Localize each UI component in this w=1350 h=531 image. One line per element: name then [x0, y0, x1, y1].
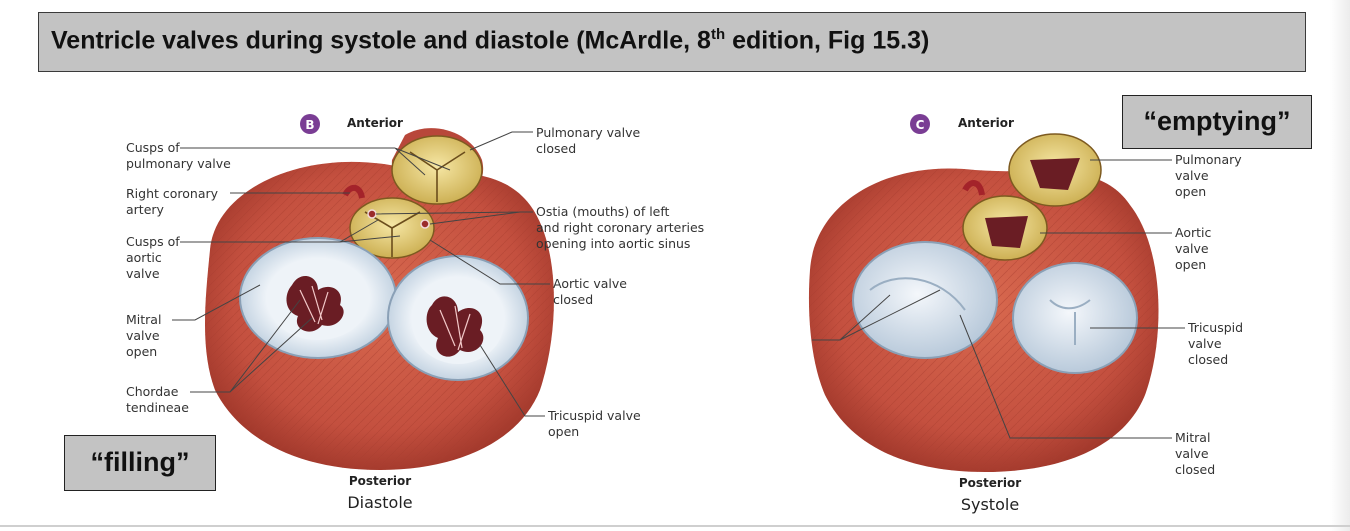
- label-pulmonary-open: Pulmonary: [1175, 152, 1242, 167]
- label-chordae-2: tendineae: [126, 400, 189, 415]
- systole-heart: C Anterior Pulmonary valve open Aortic v…: [808, 114, 1243, 514]
- mitral-chordae: [286, 275, 344, 332]
- right-edge-shadow: [1330, 0, 1350, 531]
- panel-b-badge: [300, 114, 320, 134]
- label-cusps-aortic: Cusps of: [126, 234, 180, 249]
- posterior-label-right: Posterior: [959, 476, 1021, 490]
- label-aortic-closed: Aortic valve: [553, 276, 627, 291]
- label-cusps-pulmonary-2: pulmonary valve: [126, 156, 231, 171]
- caption-diastole: Diastole: [347, 493, 412, 512]
- emptying-tag: “emptying”: [1122, 95, 1312, 149]
- caption-systole: Systole: [961, 495, 1019, 514]
- label-mitral-closed: Mitral: [1175, 430, 1210, 445]
- anterior-label-right: Anterior: [958, 116, 1014, 130]
- label-tricuspid-closed-3: closed: [1188, 352, 1228, 367]
- label-pulmonary-open-3: open: [1175, 184, 1206, 199]
- coronary-ostium-left: [367, 209, 377, 219]
- label-tricuspid-open: Tricuspid valve: [547, 408, 641, 423]
- svg-text:C: C: [916, 118, 925, 132]
- label-mitral-open-2: valve: [126, 328, 160, 343]
- label-aortic-closed-2: closed: [553, 292, 593, 307]
- coronary-ostium-right: [420, 219, 430, 229]
- label-aortic-open-3: open: [1175, 257, 1206, 272]
- label-mitral-open-3: open: [126, 344, 157, 359]
- mitral-valve-closed: [852, 241, 998, 359]
- posterior-label-left: Posterior: [349, 474, 411, 488]
- label-ostia-3: opening into aortic sinus: [536, 236, 690, 251]
- label-right-coronary-2: artery: [126, 202, 165, 217]
- label-tricuspid-closed-2: valve: [1188, 336, 1222, 351]
- label-tricuspid-open-2: open: [548, 424, 579, 439]
- svg-text:B: B: [305, 118, 314, 132]
- anterior-label-left: Anterior: [347, 116, 403, 130]
- label-cusps-aortic-3: valve: [126, 266, 160, 281]
- label-aortic-open-2: valve: [1175, 241, 1209, 256]
- diastole-heart: B Anterior Cusps of pulmonary valve Righ…: [126, 114, 704, 512]
- label-ostia: Ostia (mouths) of left: [536, 204, 670, 219]
- label-aortic-open: Aortic: [1175, 225, 1211, 240]
- label-mitral-closed-2: valve: [1175, 446, 1209, 461]
- title-superscript: th: [710, 26, 726, 43]
- label-cusps-pulmonary: Cusps of: [126, 140, 180, 155]
- label-ostia-2: and right coronary arteries: [536, 220, 704, 235]
- label-tricuspid-closed: Tricuspid: [1187, 320, 1243, 335]
- bottom-divider: [0, 525, 1350, 527]
- label-chordae: Chordae: [126, 384, 179, 399]
- title-box: Ventricle valves during systole and dias…: [38, 12, 1306, 72]
- title-main: Ventricle valves during systole and dias…: [51, 26, 711, 55]
- right-coronary-artery-systole: [962, 180, 985, 196]
- slide-title: Ventricle valves during systole and dias…: [51, 26, 929, 55]
- label-pulmonary-open-2: valve: [1175, 168, 1209, 183]
- label-mitral-open: Mitral: [126, 312, 161, 327]
- label-mitral-closed-3: closed: [1175, 462, 1215, 477]
- label-pulmonary-closed-2: closed: [536, 141, 576, 156]
- label-cusps-aortic-2: aortic: [126, 250, 162, 265]
- title-end: edition, Fig 15.3): [725, 26, 930, 55]
- label-pulmonary-closed: Pulmonary valve: [536, 125, 641, 140]
- panel-c-badge: [910, 114, 930, 134]
- filling-tag: “filling”: [64, 435, 216, 491]
- label-right-coronary: Right coronary: [126, 186, 219, 201]
